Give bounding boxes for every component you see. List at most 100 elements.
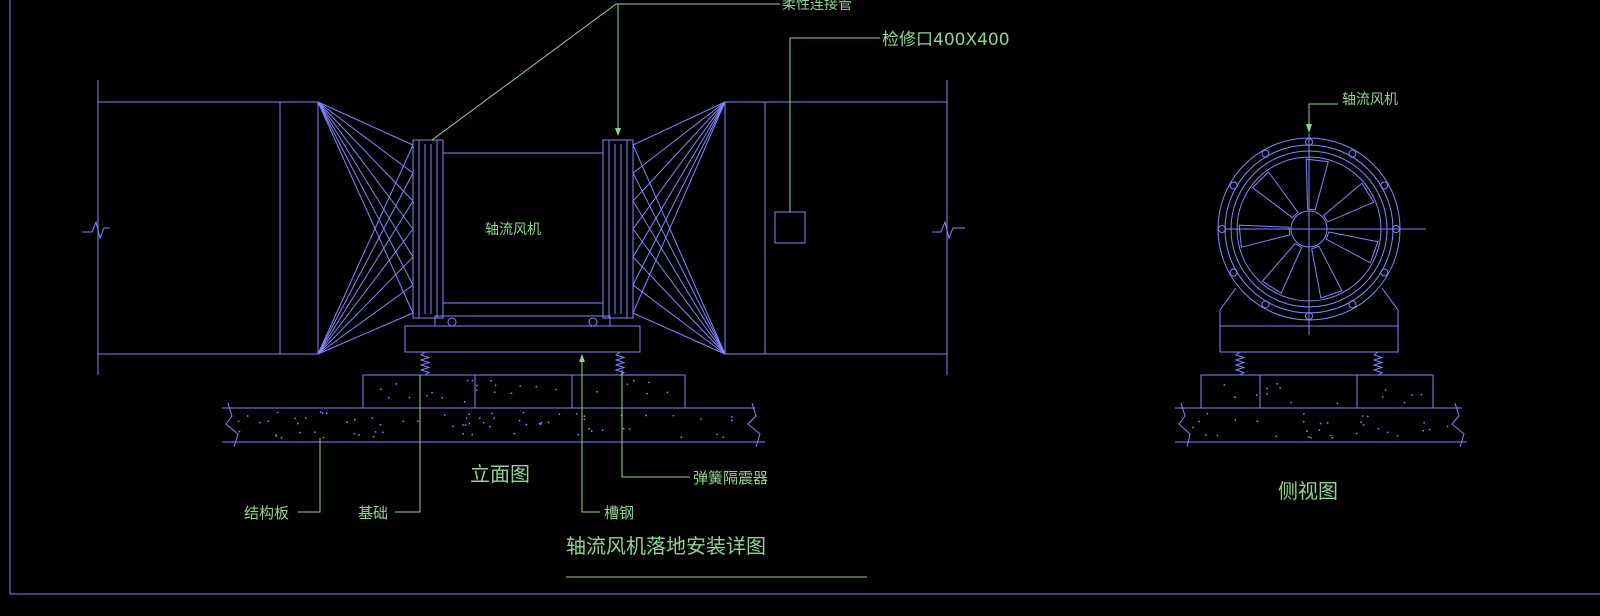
hatch-dot [518,419,521,422]
hatch-dot [522,411,525,414]
hatch-dot [525,423,528,426]
hatch-dot [1411,393,1413,396]
transition-line [632,101,726,174]
hatch-dot [294,417,296,420]
hatch-dot [471,433,474,436]
hatch-dot [431,391,433,394]
hatch-dot [680,436,683,439]
label-spring-isolator: 弹簧隔震器 [693,469,768,487]
hatch-dot [494,384,497,387]
hatch-dot [1234,419,1237,421]
label-fan-body: 轴流风机 [485,222,541,238]
hatch-dot [628,428,631,430]
channel-steel [434,315,611,327]
hatch-dot [583,415,586,418]
transition-line [317,172,414,355]
hatch-dot [577,433,580,436]
hatch-dot [1198,420,1200,423]
hatch-dot [358,434,360,436]
hatch-dot [535,385,538,388]
hatch-dot [601,429,604,432]
hatch-dot [1318,429,1321,432]
hatch-dot [1386,431,1389,434]
flange-bolt [1261,149,1270,158]
flange-bolt [1380,268,1389,277]
hatch-dot [464,424,467,427]
foundation-block [362,374,686,409]
structural-slab [222,402,765,448]
fan-blade [1323,182,1375,223]
hatch-dot [539,423,542,426]
hatch-dot [493,417,496,420]
fan-blade [1325,231,1379,264]
left-transition [317,101,414,355]
hatch-dot [466,379,469,382]
transition-line [632,101,726,258]
hatch-dot [482,421,485,424]
hatch-dot [731,416,733,418]
hatch-dot [475,389,478,391]
hatch-dot [626,383,629,386]
hatch-dot [443,413,446,416]
transition-line [317,200,414,355]
transition-line [632,200,726,355]
hatch-dot [1255,394,1258,396]
transition-line [317,256,414,355]
flange-bolt [1218,225,1226,233]
hatch-dot [1326,422,1329,424]
hatch-dot [1266,393,1269,395]
transition-line [317,284,414,355]
label-foundation: 基础 [358,504,388,522]
hatch-dot [461,423,464,426]
hatch-dot [1420,393,1423,396]
hatch-dot [325,412,328,415]
hatch-dot [490,379,492,382]
hatch-dot [1223,384,1226,386]
hatch-dot [395,383,398,385]
hatch-dot [299,431,301,434]
hatch-dot [462,432,465,435]
hatch-dot [490,412,493,415]
hatch-dot [468,422,471,425]
transition-line [632,101,726,314]
hatch-dot [554,388,557,391]
label-flexible-connector: 柔性连接管 [782,0,852,13]
hatch-dot [1302,420,1305,423]
hatch-dot [1384,388,1387,391]
transition-line [317,228,414,355]
transition-line [317,101,414,146]
hatch-dot [345,421,348,424]
hatch-dot [489,425,491,428]
hatch-dot [540,421,543,424]
hatch-dot [716,433,718,436]
hatch-dot [1331,436,1334,439]
transition-line [317,101,414,202]
hatch-dot [468,413,471,416]
hatch-dot [519,385,522,387]
hatch-dot [1192,426,1194,429]
hatch-dot [304,416,307,419]
transition-line [632,172,726,355]
right-transition [632,101,726,355]
hatch-dot [1216,434,1219,437]
access-door [774,211,806,244]
hatch-dot [371,417,374,420]
hatch-dot [700,417,702,420]
hatch-dot [672,414,675,417]
label-side-view: 侧视图 [1278,479,1338,503]
hatch-dot [1377,427,1380,430]
hatch-dot [1275,435,1278,438]
left-flexible-joint [412,139,444,319]
right-flexible-joint [602,139,634,319]
label-channel-steel: 槽钢 [604,504,634,522]
flange-bolt [1392,225,1400,233]
hatch-dot [1307,436,1310,439]
flange-bolt [1348,149,1357,158]
hatch-dot [513,432,516,435]
hatch-dot [1233,396,1236,398]
spring-isolator [614,351,626,376]
hatch-dot [353,432,356,435]
hatch-dot [374,431,377,433]
hatch-dot [476,384,478,387]
side-foundation [1200,374,1434,409]
